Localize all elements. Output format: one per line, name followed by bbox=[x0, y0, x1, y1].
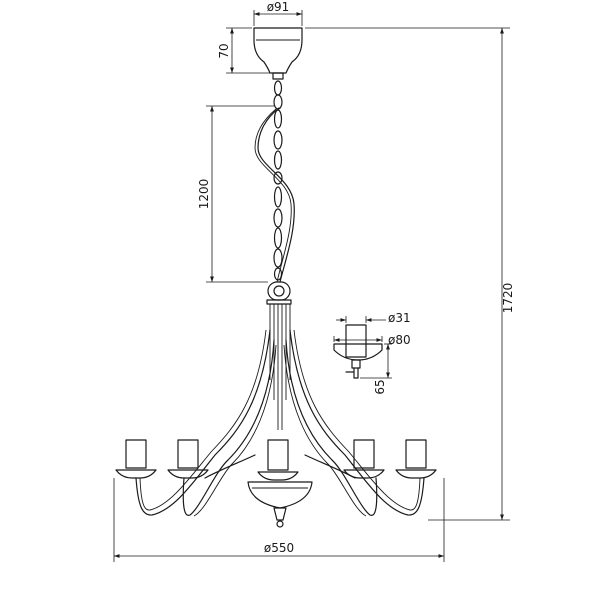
candle-socket-2 bbox=[167, 439, 209, 479]
chain-length-label: 1200 bbox=[197, 179, 211, 210]
socket-detail-inset bbox=[333, 324, 383, 379]
central-bowl bbox=[247, 481, 313, 528]
canopy-diameter-label: ø91 bbox=[267, 0, 290, 14]
overall-diameter-label: ø550 bbox=[264, 541, 294, 555]
candle-socket-4 bbox=[343, 439, 385, 479]
top-hub bbox=[266, 281, 292, 305]
candle-socket-3 bbox=[257, 439, 299, 481]
total-height-label: 1720 bbox=[501, 283, 515, 314]
candle-socket-5 bbox=[395, 439, 437, 479]
canopy-height-label: 70 bbox=[217, 43, 231, 58]
ceiling-canopy bbox=[253, 27, 303, 80]
cup-height-label: 65 bbox=[373, 379, 387, 394]
cup-diameter-label: ø80 bbox=[388, 333, 411, 347]
candle-sockets bbox=[115, 439, 437, 481]
dimension-lines bbox=[113, 10, 510, 562]
central-stem bbox=[269, 304, 291, 430]
decorative-cable bbox=[254, 107, 295, 283]
suspension-chain bbox=[273, 80, 283, 281]
candle-socket-1 bbox=[115, 439, 157, 479]
socket-diameter-label: ø31 bbox=[388, 311, 411, 325]
